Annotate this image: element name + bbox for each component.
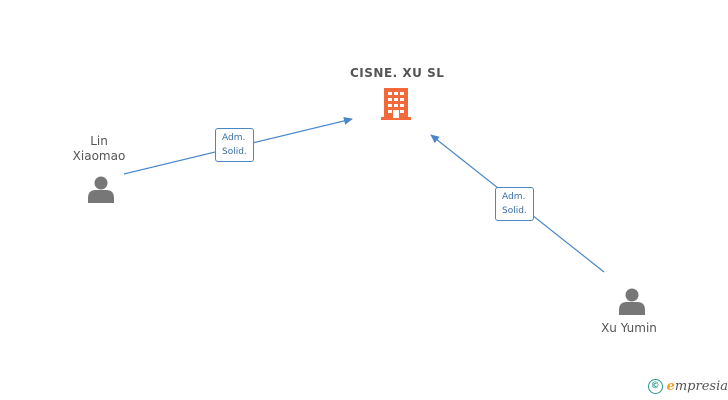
person-icon[interactable]	[88, 176, 114, 204]
edge-label-xu: Adm. Solid.	[495, 187, 534, 221]
brand-logo: empresia	[666, 379, 728, 394]
person-icon[interactable]	[619, 288, 645, 316]
empresia-watermark: © empresia	[647, 379, 728, 394]
edge-label-lin: Adm. Solid.	[215, 128, 254, 162]
company-name[interactable]: CISNE. XU SL	[350, 66, 445, 80]
building-icon[interactable]	[381, 88, 411, 120]
person-name-xu[interactable]: Xu Yumin	[601, 321, 657, 335]
person-name-lin[interactable]: Lin Xiaomao	[72, 134, 126, 163]
copyright-icon: ©	[647, 379, 663, 394]
